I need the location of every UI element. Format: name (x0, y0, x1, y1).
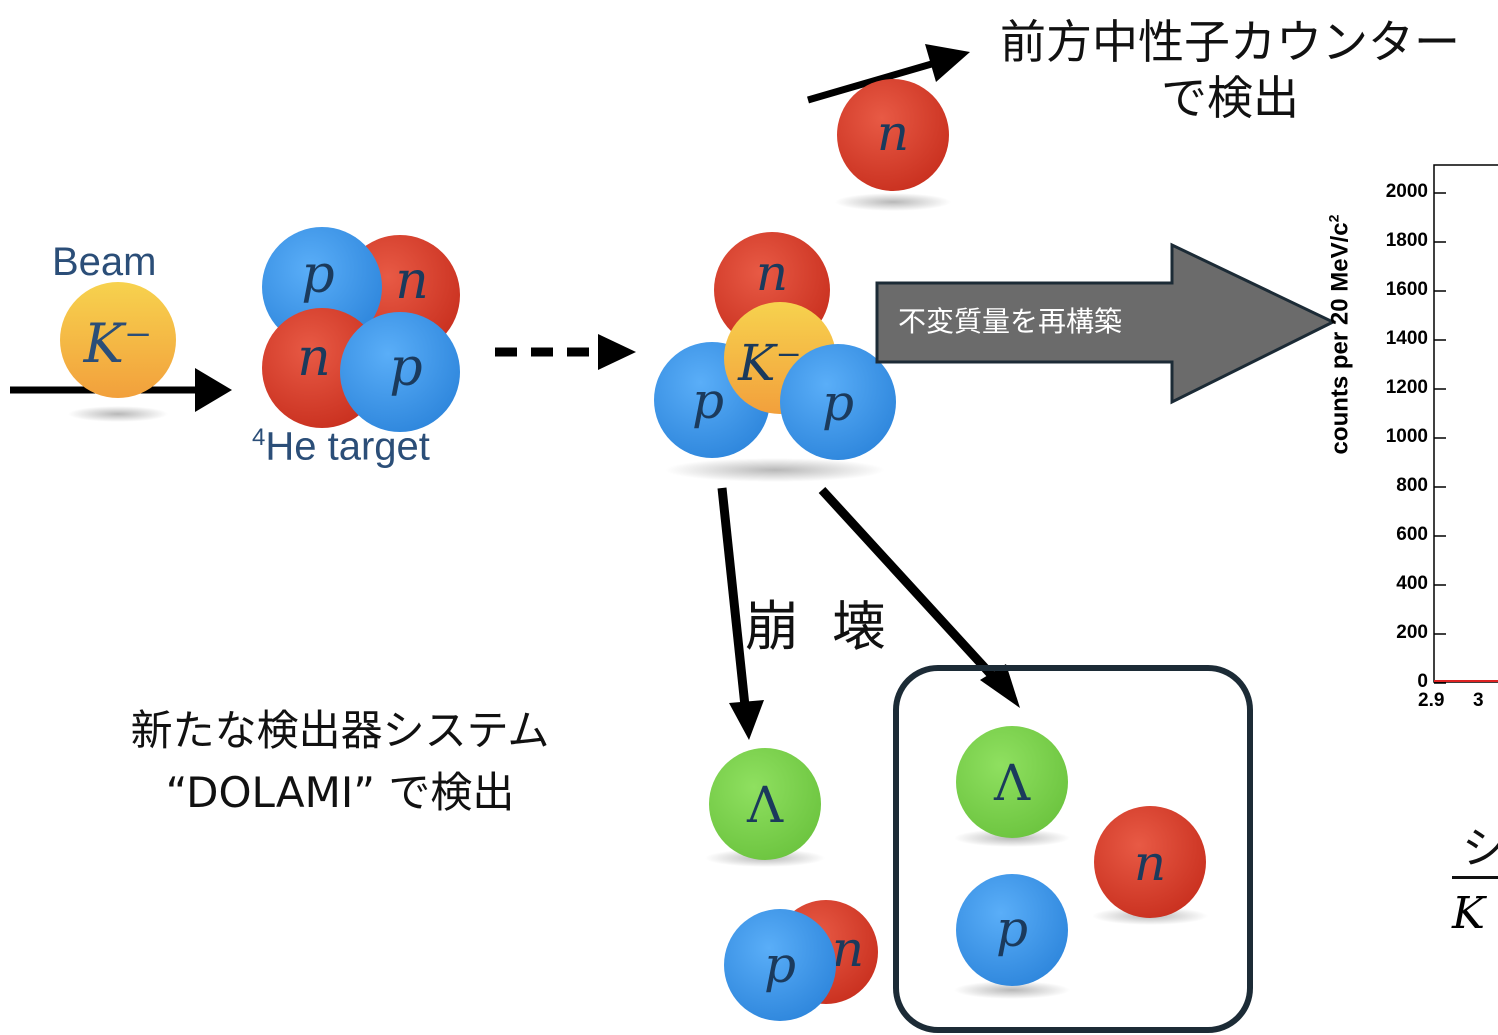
decay-arrow-left-head (729, 700, 764, 740)
target-proton-2 (340, 312, 460, 432)
bound-neutron-label: n (756, 244, 788, 302)
forward-neutron-label: n (877, 104, 909, 162)
forward-counter-label-line2: で検出 (1161, 71, 1299, 125)
chart-ytick-label: 200 (1396, 622, 1428, 643)
neutron-out-arrowhead (925, 44, 970, 82)
forward-neutron (837, 79, 949, 191)
target-label-text: He target (265, 424, 430, 469)
fraction-denominator: K (1452, 888, 1485, 939)
target-label: 4He target (252, 424, 430, 469)
forward-counter-label: 前方中性子カウンター で検出 (960, 14, 1498, 126)
chart-y-axis-label-sup: 2 (1325, 214, 1342, 223)
neutron-box (1094, 806, 1206, 918)
chart-ytick-label: 1800 (1385, 230, 1428, 251)
decay-arrow-left (717, 487, 750, 707)
dolami-label-line2: “DOLAMI” で検出 (165, 768, 515, 817)
chart-ytick-label: 2000 (1385, 181, 1428, 202)
chart-ytick-label: 1000 (1385, 426, 1428, 447)
neutron-box-label: n (1134, 834, 1166, 892)
bound-proton-2-label: p (822, 374, 854, 432)
beam-arrowhead (195, 368, 232, 412)
chart-y-axis-label-text: counts per 20 MeV/c (1326, 222, 1354, 455)
fraction-numerator: シ (1462, 823, 1498, 874)
target-proton-2-label: p (389, 338, 422, 398)
bound-proton-2 (780, 344, 896, 460)
kaon-beam-particle (60, 282, 176, 398)
target-neutron-1-label: n (395, 251, 429, 311)
chart-frame (1433, 164, 1498, 683)
chart-ytick-label: 1400 (1385, 328, 1428, 349)
kaon-beam-symbol: K⁻ (83, 312, 153, 375)
proton-box-label: p (996, 900, 1028, 958)
decay-arrow-right-head (980, 664, 1020, 708)
pair-proton (724, 909, 836, 1021)
forward-counter-label-line1: 前方中性子カウンター (1000, 15, 1460, 69)
reconstruct-arrow (875, 242, 1337, 405)
pair-proton-label: p (764, 936, 796, 994)
chart-ytick-label: 400 (1396, 573, 1428, 594)
decay-arrow-right (818, 486, 1000, 684)
lambda-box-label: Λ (993, 754, 1031, 812)
proton-box (956, 874, 1068, 986)
dolami-label-line1: 新たな検出器システム (130, 706, 550, 755)
target-neutron-2-label: n (297, 328, 331, 388)
chart-xtick-label: 3 (1473, 690, 1484, 711)
decay-label: 崩 壊 (745, 595, 895, 658)
target-proton-1-label: p (301, 245, 334, 305)
dolami-label: 新たな検出器システム “DOLAMI” で検出 (60, 700, 620, 824)
lambda-box (956, 726, 1068, 838)
beam-label: Beam (52, 240, 157, 284)
chart-ytick-label: 1600 (1385, 279, 1428, 300)
neutron-out-arrow (807, 59, 936, 104)
chart-ytick-label: 800 (1396, 475, 1428, 496)
chart-y-axis-label: counts per 20 MeV/c2 (1326, 155, 1355, 515)
fraction-bar (1452, 876, 1498, 879)
pair-neutron-label: n (832, 920, 864, 978)
reconstruct-arrow-label: 不変質量を再構築 (898, 305, 1123, 338)
chart-ytick-marks (1434, 192, 1446, 684)
chart-ytick-label: 600 (1396, 524, 1428, 545)
chart-xtick-label: 2.9 (1418, 690, 1445, 711)
bound-proton-1-label: p (692, 372, 724, 430)
chart-ytick-label: 0 (1417, 671, 1428, 692)
lambda-left (709, 748, 821, 860)
lambda-left-label: Λ (746, 776, 784, 834)
chart-ytick-label: 1200 (1385, 377, 1428, 398)
dolami-products-box (893, 665, 1253, 1033)
dashed-arrowhead (598, 334, 636, 370)
target-label-mass-number: 4 (252, 424, 266, 451)
